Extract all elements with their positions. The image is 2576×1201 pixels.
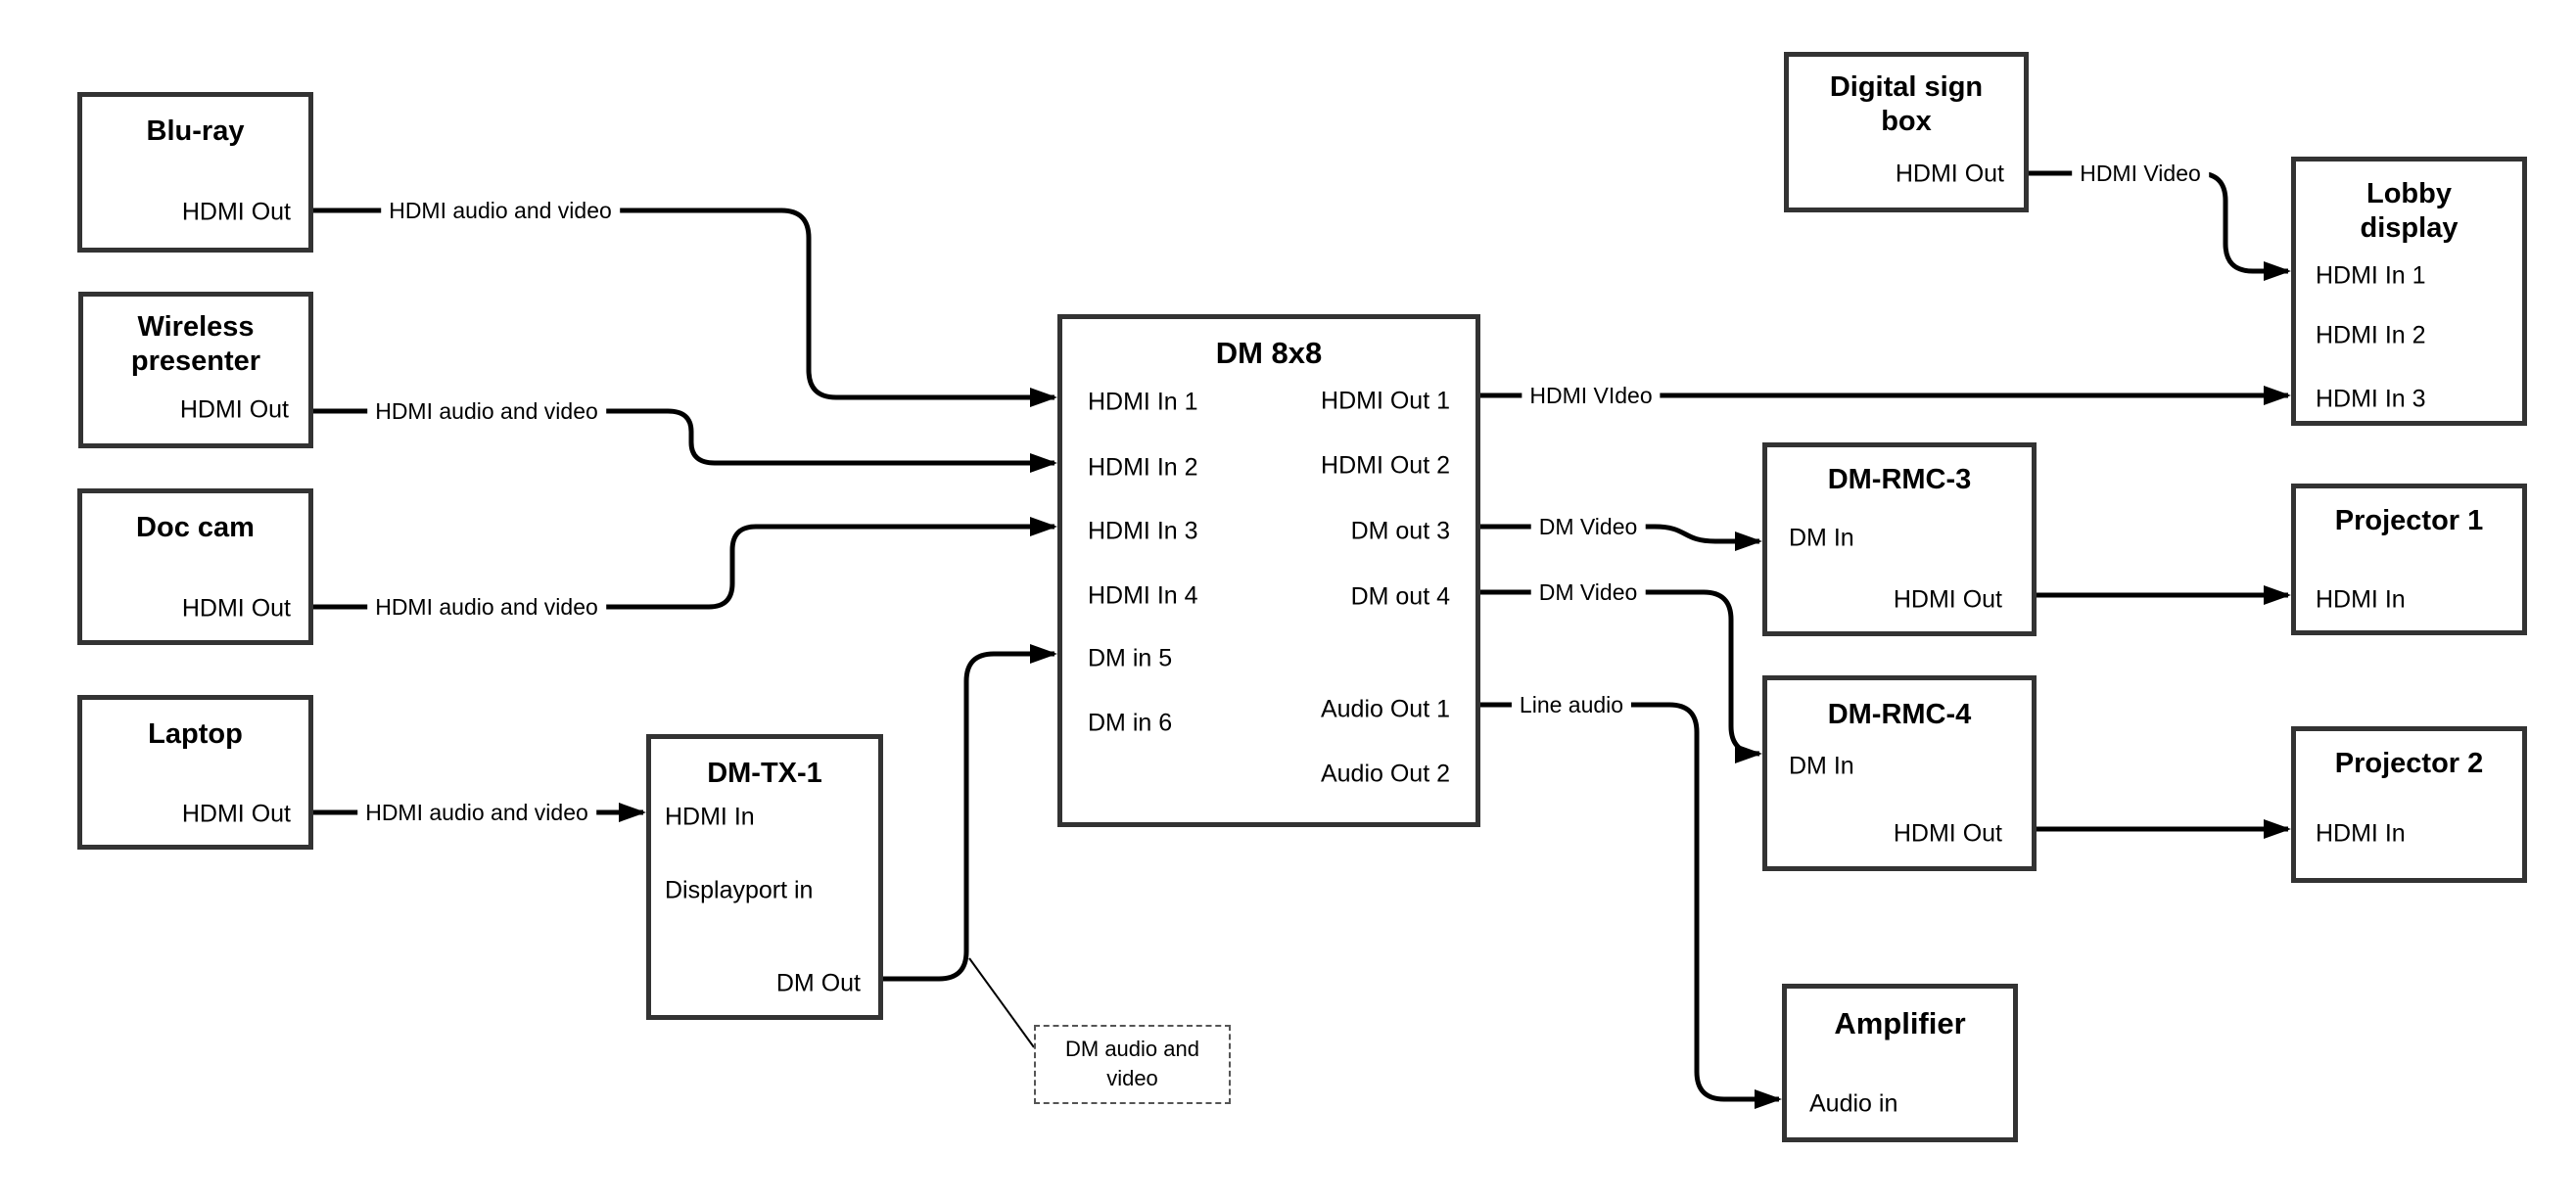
projector1-title: Projector 1: [2334, 505, 2484, 536]
doccam-box: Doc cam HDMI Out: [77, 488, 313, 645]
dmrmc3-box: DM-RMC-3 DM In HDMI Out: [1762, 442, 2037, 636]
wire-wireless-to-dm8x8-in2: [313, 408, 1057, 473]
bluray-port-hdmi-out: HDMI Out: [181, 198, 291, 226]
projector1-port-hdmi-in: HDMI In: [2316, 585, 2406, 614]
laptop-title: Laptop: [148, 718, 243, 750]
amplifier-port-audio-in: Audio in: [1809, 1089, 1898, 1118]
dmtx1-port-displayport-in: Displayport in: [665, 876, 814, 904]
dmtx1-port-dm-out: DM Out: [775, 969, 861, 997]
digital-sign-title: Digital sign box: [1829, 71, 1984, 137]
digital-sign-box: Digital sign box HDMI Out: [1784, 52, 2029, 212]
projector2-title: Projector 2: [2334, 748, 2484, 779]
doccam-title: Doc cam: [136, 512, 255, 543]
wire-label-dm-out3: DM Video: [1530, 514, 1646, 539]
laptop-port-hdmi-out: HDMI Out: [181, 800, 291, 828]
wireless-presenter-title: Wireless presenter: [130, 311, 261, 377]
lobby-display-box: Lobby display HDMI In 1 HDMI In 2 HDMI I…: [2291, 157, 2527, 426]
wire-dm8x8-audio1-to-amplifier: [1480, 702, 1782, 1109]
wire-digitalsign-to-lobby-in1: [2029, 170, 2291, 281]
projector2-box: Projector 2 HDMI In: [2291, 726, 2527, 883]
wire-label-bluray: HDMI audio and video: [381, 198, 620, 223]
projector2-port-hdmi-in: HDMI In: [2316, 819, 2406, 848]
dm8x8-port-hdmi-out-2: HDMI Out 2: [1321, 451, 1450, 480]
wire-label-laptop: HDMI audio and video: [357, 800, 596, 825]
dmrmc4-box: DM-RMC-4 DM In HDMI Out: [1762, 675, 2037, 871]
dm8x8-port-dm-out-3: DM out 3: [1350, 517, 1450, 545]
doccam-port-hdmi-out: HDMI Out: [181, 594, 291, 623]
dmrmc3-port-dm-in: DM In: [1789, 524, 1854, 552]
dm8x8-box: DM 8x8 HDMI In 1 HDMI In 2 HDMI In 3 HDM…: [1057, 314, 1480, 827]
dmrmc3-port-hdmi-out: HDMI Out: [1893, 585, 2002, 614]
dmrmc4-port-hdmi-out: HDMI Out: [1893, 819, 2002, 848]
dm8x8-port-hdmi-in-1: HDMI In 1: [1088, 388, 1198, 416]
lobby-port-hdmi-in-1: HDMI In 1: [2316, 261, 2426, 290]
projector1-box: Projector 1 HDMI In: [2291, 484, 2527, 635]
dm8x8-port-audio-out-1: Audio Out 1: [1320, 695, 1450, 723]
wire-label-audio-out1: Line audio: [1511, 692, 1632, 717]
note-callout-line: [968, 957, 1035, 1048]
amplifier-box: Amplifier Audio in: [1782, 984, 2018, 1142]
laptop-box: Laptop HDMI Out: [77, 695, 313, 850]
dm8x8-port-hdmi-in-4: HDMI In 4: [1088, 581, 1198, 610]
bluray-box: Blu-ray HDMI Out: [77, 92, 313, 253]
dm8x8-port-dm-out-4: DM out 4: [1350, 582, 1450, 611]
wire-dm8x8-out4-to-dmrmc4: [1480, 589, 1762, 763]
wire-label-wireless: HDMI audio and video: [367, 398, 606, 424]
dmrmc4-port-dm-in: DM In: [1789, 752, 1854, 780]
wire-label-digital-sign: HDMI Video: [2072, 161, 2209, 186]
digital-sign-port-hdmi-out: HDMI Out: [1895, 160, 2004, 188]
wireless-presenter-box: Wireless presenter HDMI Out: [78, 292, 313, 448]
dmtx1-box: DM-TX-1 HDMI In Displayport in DM Out: [646, 734, 883, 1020]
lobby-display-title: Lobby display: [2360, 178, 2459, 244]
wire-dm8x8-out3-to-dmrmc3: [1480, 524, 1762, 551]
dm8x8-port-dm-in-5: DM in 5: [1088, 644, 1173, 672]
wire-label-hdmi-out1: HDMI VIdeo: [1522, 383, 1661, 408]
dmrmc4-title: DM-RMC-4: [1827, 699, 1972, 730]
dm8x8-port-hdmi-in-2: HDMI In 2: [1088, 453, 1198, 482]
wire-label-dm-out4: DM Video: [1530, 579, 1646, 605]
wire-bluray-to-dm8x8-in1: [313, 208, 1057, 407]
lobby-port-hdmi-in-2: HDMI In 2: [2316, 321, 2426, 349]
dm-audio-video-note: DM audio and video: [1034, 1025, 1231, 1104]
wire-doccam-to-dm8x8-in3: [313, 517, 1057, 610]
dm8x8-port-hdmi-in-3: HDMI In 3: [1088, 517, 1198, 545]
wire-label-doccam: HDMI audio and video: [367, 594, 606, 620]
dmrmc3-title: DM-RMC-3: [1827, 464, 1972, 495]
dm8x8-title: DM 8x8: [1215, 336, 1323, 370]
dmtx1-title: DM-TX-1: [707, 758, 822, 789]
wire-dmtx1-to-dm8x8-in5: [883, 644, 1057, 982]
dm8x8-port-dm-in-6: DM in 6: [1088, 709, 1173, 737]
bluray-title: Blu-ray: [146, 115, 245, 147]
amplifier-title: Amplifier: [1834, 1006, 1966, 1040]
dmtx1-port-hdmi-in: HDMI In: [665, 803, 755, 831]
lobby-port-hdmi-in-3: HDMI In 3: [2316, 385, 2426, 413]
dm8x8-port-hdmi-out-1: HDMI Out 1: [1321, 387, 1450, 415]
wireless-presenter-port-hdmi-out: HDMI Out: [179, 395, 289, 424]
dm8x8-port-audio-out-2: Audio Out 2: [1320, 760, 1450, 788]
